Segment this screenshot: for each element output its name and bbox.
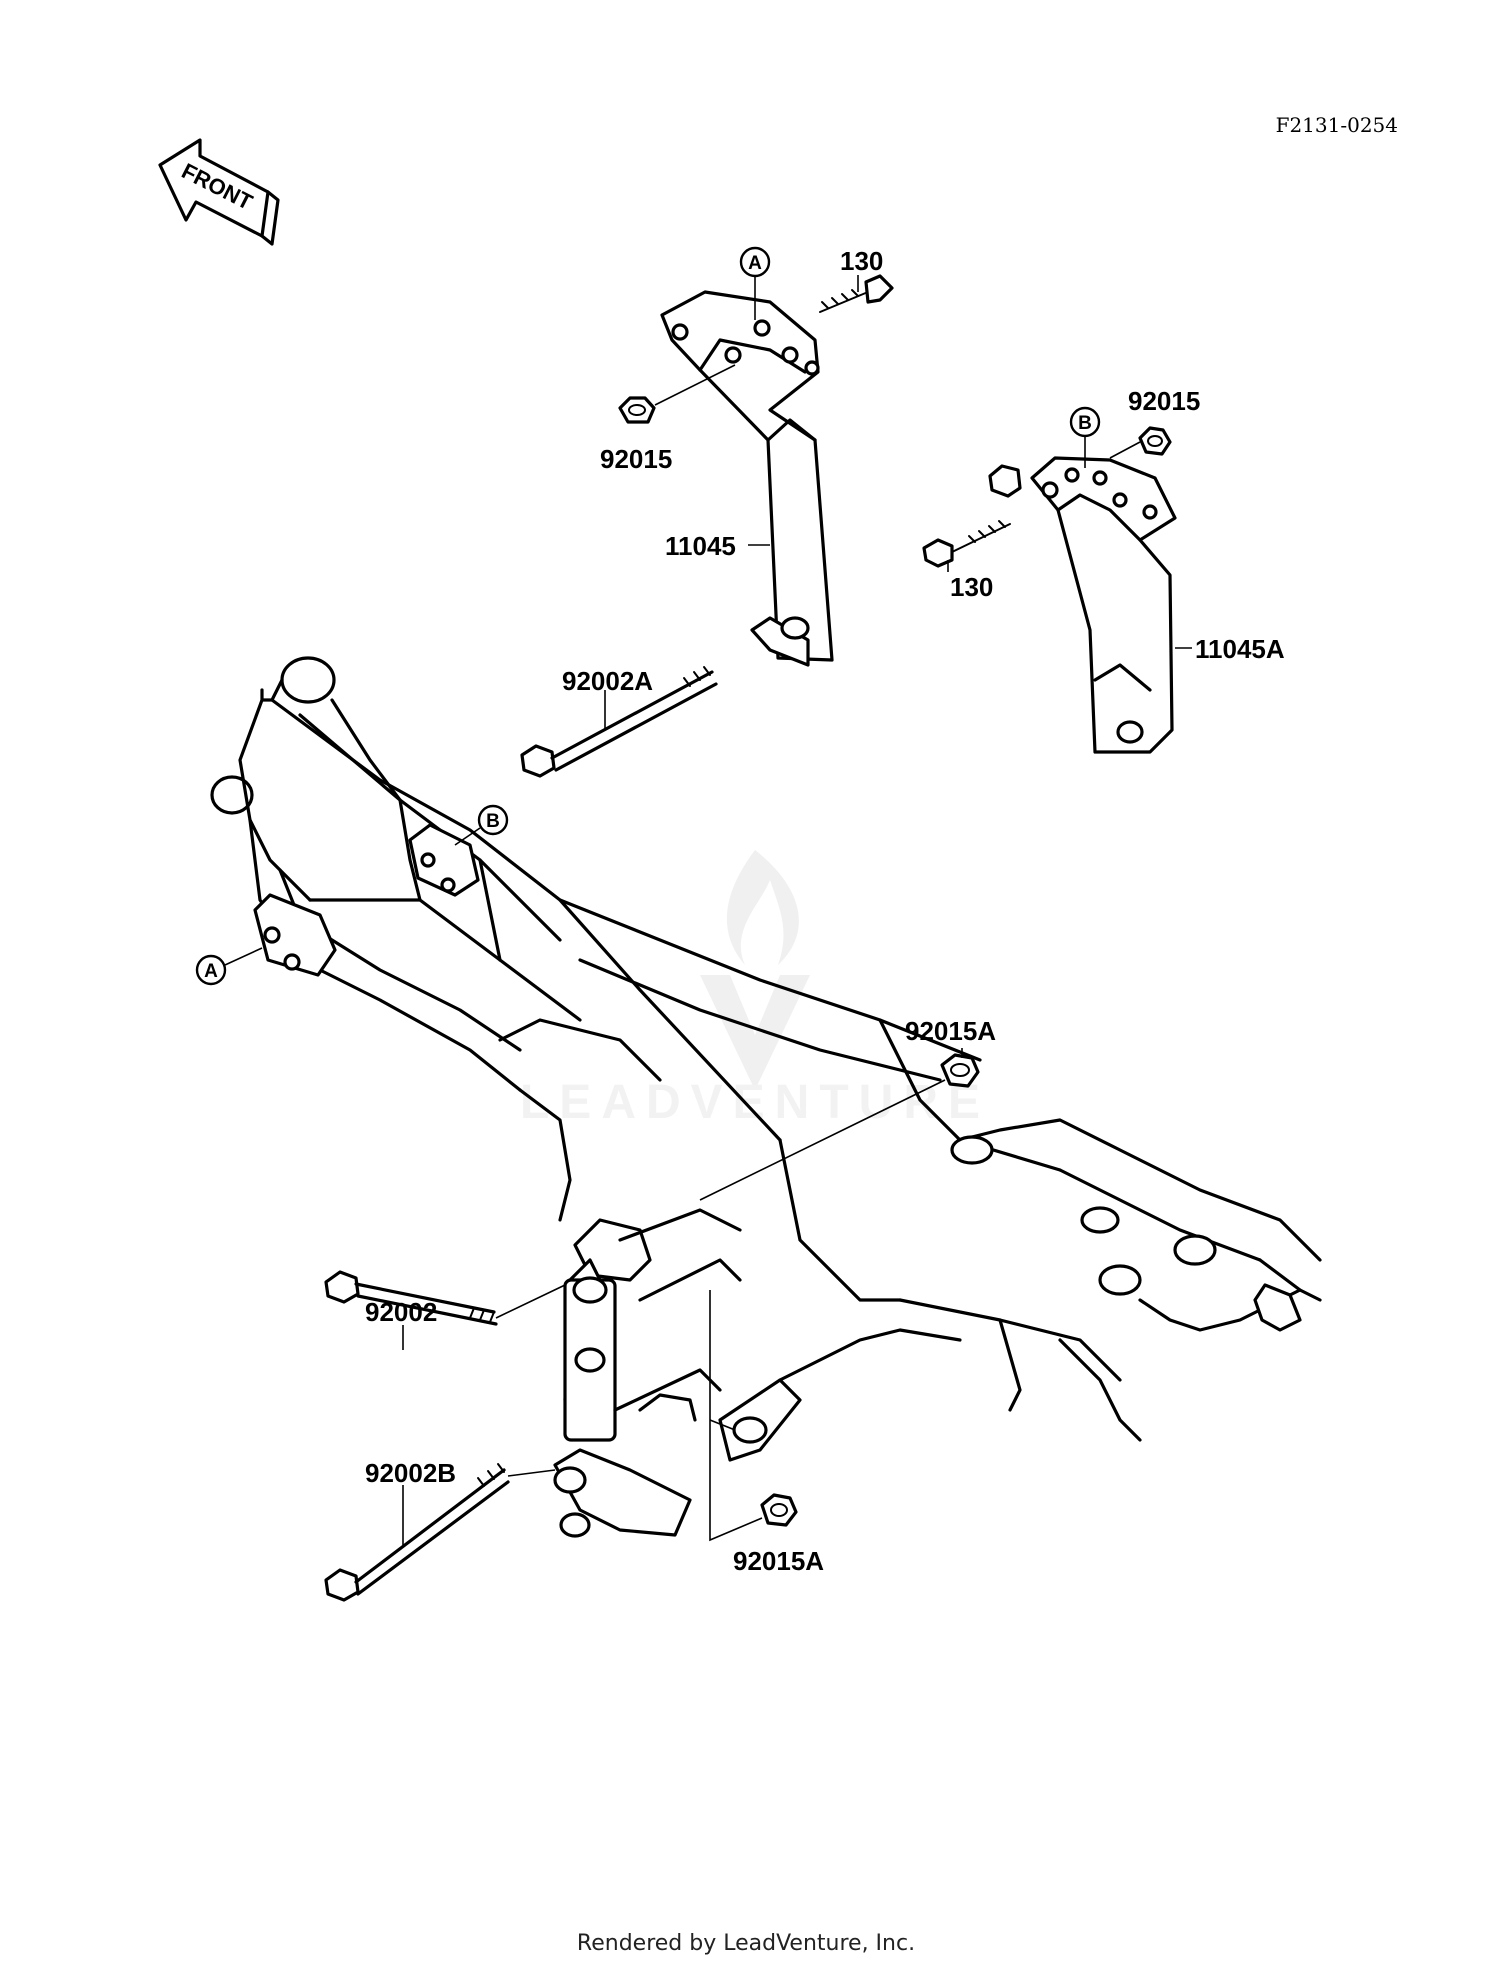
watermark-text: LEADVENTURE [520, 1076, 990, 1129]
callout-b-upper-label: B [1078, 413, 1092, 434]
part-label-92015A-lower: 92015A [733, 1546, 824, 1576]
bolt-130-upper-right [922, 520, 1011, 568]
leader-line [709, 1419, 736, 1431]
callout-a-frame: A [195, 947, 263, 986]
motorcycle-frame [210, 656, 1322, 1538]
part-label-92015-upper-left: 92015 [600, 444, 672, 474]
callout-b-upper: B [1069, 406, 1101, 468]
leader-line [1109, 441, 1141, 459]
leader-line [709, 1290, 763, 1542]
leader-line [699, 1079, 946, 1201]
leader-line [507, 1469, 556, 1477]
bolt-92002 [324, 1270, 498, 1326]
nut-92015-upper-left [618, 396, 656, 424]
nut-92015-upper-right [1138, 426, 1172, 456]
bolt-130-upper-left [819, 274, 894, 313]
engine-bracket-11045A [988, 456, 1177, 754]
callout-b-frame-label: B [486, 811, 500, 832]
callout-a-frame-label: A [204, 961, 218, 982]
part-label-130-upper-left: 130 [840, 246, 883, 276]
part-label-11045A: 11045A [1195, 634, 1285, 664]
nut-92015A-upper [940, 1053, 980, 1088]
part-label-11045: 11045 [665, 531, 736, 561]
bolt-92002B [324, 1463, 510, 1602]
diagram-id: F2131-0254 [1276, 113, 1398, 137]
front-direction-arrow-icon: FRONT [158, 138, 280, 246]
part-label-92015A-upper: 92015A [905, 1016, 996, 1046]
leadventure-watermark: LEADVENTURE [520, 850, 990, 1129]
engine-bracket-11045 [660, 290, 834, 667]
bolt-92002A [520, 666, 718, 778]
leader-line [495, 1284, 566, 1319]
nut-92015A-lower [760, 1493, 798, 1527]
callout-b-frame: B [454, 804, 509, 846]
leader-line [654, 364, 736, 406]
part-label-92002B: 92002B [365, 1458, 456, 1488]
part-label-92002: 92002 [365, 1297, 437, 1327]
part-label-92002A: 92002A [562, 666, 653, 696]
part-label-130-upper-right: 130 [950, 572, 993, 602]
callout-a-upper: A [739, 246, 771, 320]
callout-a-upper-label: A [748, 253, 762, 274]
footer-rendered-by: Rendered by LeadVenture, Inc. [577, 1931, 915, 1956]
part-label-92015-upper-right: 92015 [1128, 386, 1200, 416]
